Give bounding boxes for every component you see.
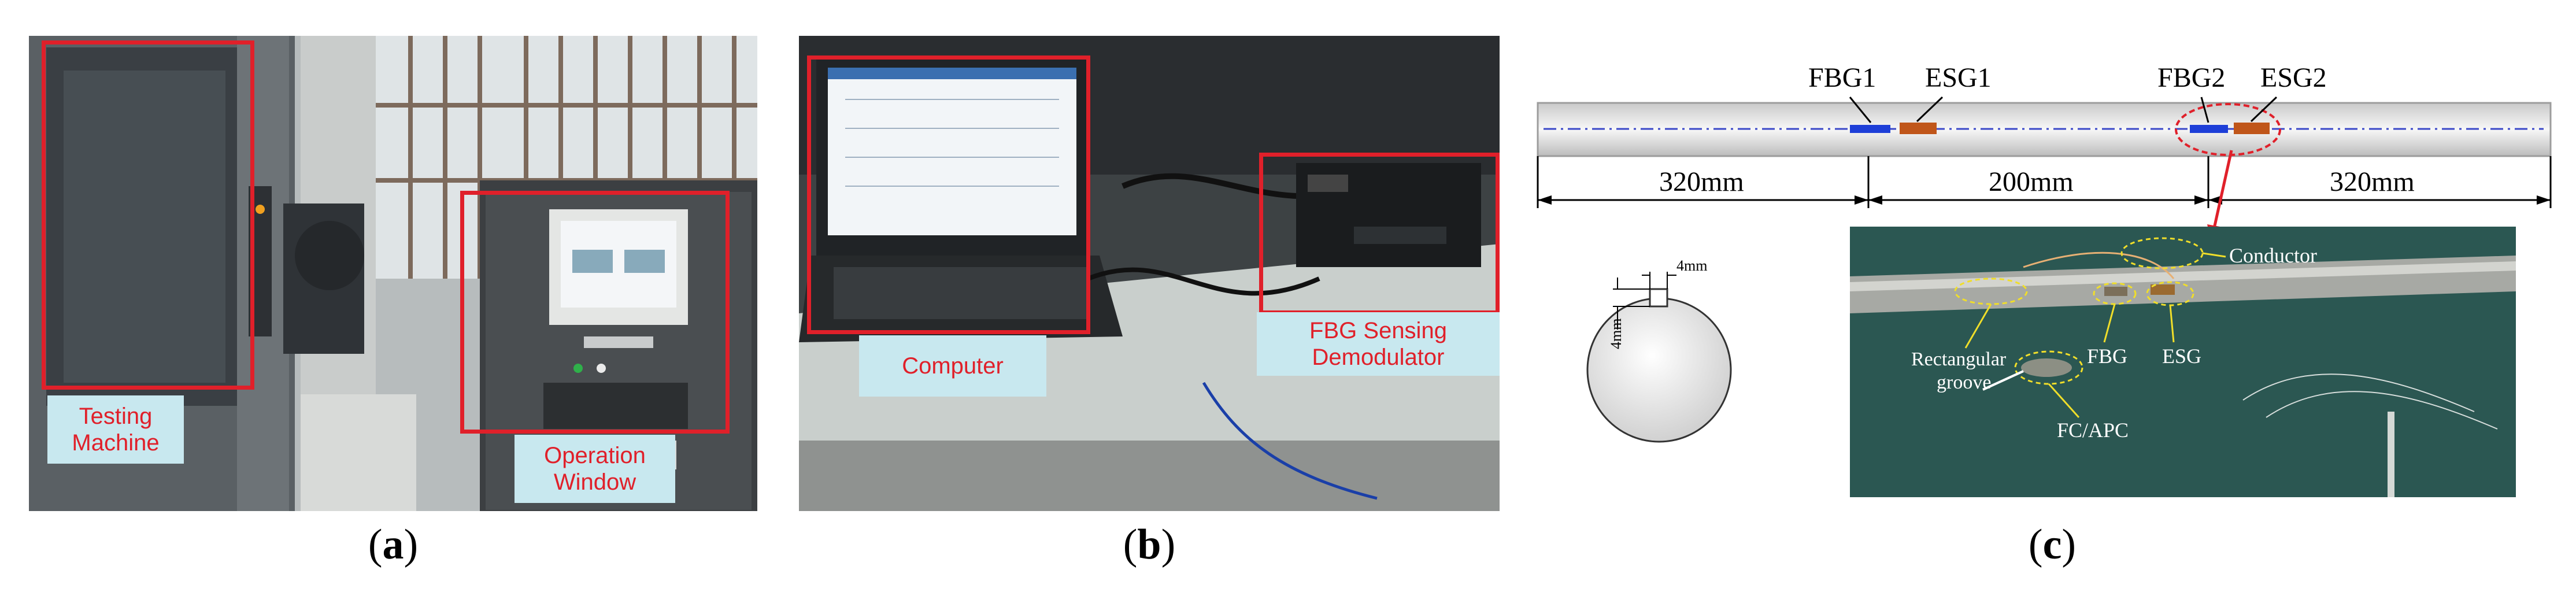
caption-c: (c) <box>2028 521 2077 568</box>
label-operation-window: Operation Window <box>515 435 675 503</box>
fbg2-marker <box>2190 125 2228 133</box>
highlight-demodulator <box>1259 153 1500 314</box>
caption-b-letter: b <box>1137 521 1161 568</box>
caption-b: (b) <box>1123 521 1176 568</box>
label-esg1: ESG1 <box>1925 62 1992 93</box>
highlight-operation-window <box>460 191 730 434</box>
dim-left: 320mm <box>1659 166 1744 197</box>
conductor-photo: Conductor Rectangular groove FBG ESG FC/… <box>1850 227 2516 497</box>
caption-c-letter: c <box>2042 521 2062 568</box>
photo-label-fc-apc: FC/APC <box>2057 419 2129 442</box>
photo-label-rect-groove-2: groove <box>1937 372 1991 393</box>
photo-label-rect-groove-1: Rectangular <box>1911 349 2007 370</box>
label-fbg1: FBG1 <box>1808 62 1876 93</box>
dim-middle: 200mm <box>1989 166 2074 197</box>
groove-depth-label: 4mm <box>1608 319 1624 349</box>
esg1-marker <box>1900 123 1937 134</box>
label-demodulator: FBG Sensing Demodulator <box>1257 312 1500 376</box>
photo-instrumented-conductor: Conductor Rectangular groove FBG ESG FC/… <box>1850 227 2516 497</box>
label-testing-machine: Testing Machine <box>47 395 184 464</box>
groove <box>1649 288 1668 308</box>
label-operation-window-text: Operation Window <box>544 443 646 495</box>
label-testing-machine-text: Testing Machine <box>72 404 160 456</box>
caption-a: (a) <box>368 521 419 568</box>
label-computer-text: Computer <box>902 353 1004 379</box>
fbg1-marker <box>1850 125 1890 133</box>
dim-right: 320mm <box>2330 166 2415 197</box>
highlight-computer <box>807 56 1090 334</box>
photo-label-esg: ESG <box>2162 345 2201 368</box>
label-demodulator-text: FBG Sensing Demodulator <box>1309 318 1447 370</box>
highlight-testing-machine <box>42 40 254 390</box>
caption-a-letter: a <box>382 521 404 568</box>
label-esg2: ESG2 <box>2260 62 2327 93</box>
label-computer: Computer <box>859 335 1046 397</box>
groove-width-label: 4mm <box>1676 257 1707 274</box>
zoom-circle <box>2175 103 2281 156</box>
cross-section-diagram: 4mm 4mm <box>1586 257 1732 443</box>
photo-label-fbg: FBG <box>2087 345 2127 368</box>
label-fbg2: FBG2 <box>2157 62 2225 93</box>
photo-label-conductor: Conductor <box>2229 244 2317 267</box>
rod-schematic: FBG1 ESG1 FBG2 ESG2 320mm 200mm 320mm <box>1537 62 2552 208</box>
esg2-marker <box>2234 123 2270 134</box>
